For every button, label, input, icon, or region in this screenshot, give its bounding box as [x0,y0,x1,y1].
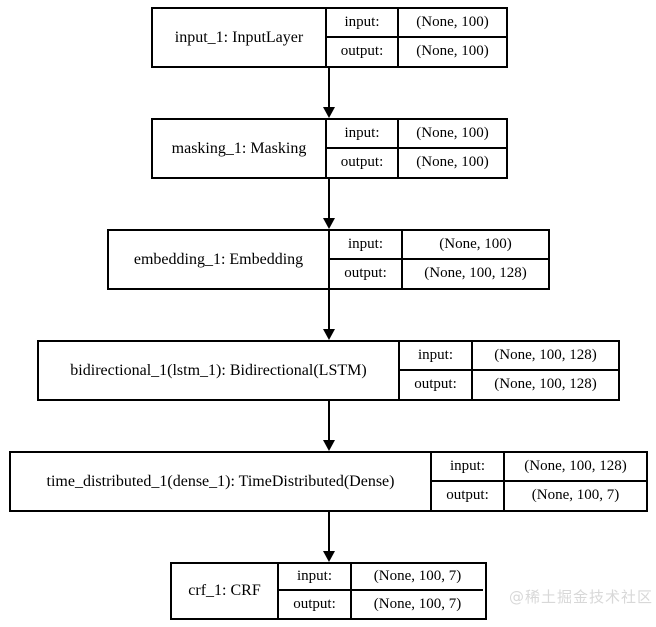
node-input-row: input: (None, 100) [327,9,506,38]
node-input-shape: (None, 100, 128) [494,346,597,363]
node-io-table: input: (None, 100, 7) output: (None, 100… [277,564,483,618]
graph-node-bidirectional-1[interactable]: bidirectional_1(lstm_1): Bidirectional(L… [37,340,620,401]
node-output-label: output: [327,37,399,66]
node-output-label: output: [330,259,403,288]
node-input-label: input: [400,342,473,369]
node-output-shape: (None, 100, 128) [494,376,597,393]
node-title: input_1: InputLayer [174,28,304,46]
graph-node-embedding-1[interactable]: embedding_1: Embedding input: (None, 100… [107,229,550,290]
node-input-row: input: (None, 100, 128) [432,453,646,482]
node-input-label: input: [330,231,403,258]
node-output-shape: (None, 100) [416,154,489,171]
edge-arrowhead-icon [323,107,335,118]
edge-line [328,512,330,551]
edge-line [328,401,330,440]
node-io-table: input: (None, 100) output: (None, 100, 1… [328,231,548,288]
node-input-shape: (None, 100, 7) [373,568,462,584]
node-io-table: input: (None, 100, 128) output: (None, 1… [430,453,646,510]
graph-node-crf-1[interactable]: crf_1: CRF input: (None, 100, 7) output:… [170,562,487,620]
node-input-label: input: [327,9,399,36]
node-io-table: input: (None, 100) output: (None, 100) [325,120,506,177]
node-output-label: output: [432,481,505,510]
node-io-table: input: (None, 100) output: (None, 100) [325,9,506,66]
node-input-label: input: [432,453,505,480]
edge-arrowhead-icon [323,218,335,229]
edge-arrowhead-icon [323,329,335,340]
node-output-row: output: (None, 100, 128) [330,259,548,288]
node-input-shape: (None, 100) [439,235,512,252]
node-input-shape: (None, 100) [416,124,489,141]
node-input-label: input: [327,120,399,147]
node-output-label: output: [400,370,473,399]
node-input-label: input: [279,564,352,589]
graph-node-input-1[interactable]: input_1: InputLayer input: (None, 100) o… [151,7,508,68]
node-io-table: input: (None, 100, 128) output: (None, 1… [398,342,618,399]
node-input-shape: (None, 100, 128) [524,457,627,474]
node-output-shape: (None, 100, 7) [373,596,462,612]
node-input-shape: (None, 100) [416,13,489,30]
edge-arrowhead-icon [323,551,335,562]
graph-node-masking-1[interactable]: masking_1: Masking input: (None, 100) ou… [151,118,508,179]
watermark-text: @稀土掘金技术社区 [509,588,654,606]
edge-line [328,179,330,218]
node-title: crf_1: CRF [188,582,261,600]
node-title: time_distributed_1(dense_1): TimeDistrib… [46,472,395,490]
node-input-row: input: (None, 100, 7) [279,564,483,591]
node-output-row: output: (None, 100, 128) [400,370,618,399]
node-output-shape: (None, 100, 7) [531,487,620,504]
node-input-row: input: (None, 100, 128) [400,342,618,371]
node-output-row: output: (None, 100, 7) [432,481,646,510]
graph-node-time-distributed-1[interactable]: time_distributed_1(dense_1): TimeDistrib… [9,451,648,512]
node-title: bidirectional_1(lstm_1): Bidirectional(L… [70,361,367,379]
edge-arrowhead-icon [323,440,335,451]
node-output-row: output: (None, 100, 7) [279,591,483,618]
node-input-row: input: (None, 100) [330,231,548,260]
node-title: masking_1: Masking [171,139,307,157]
node-output-label: output: [327,148,399,177]
node-output-row: output: (None, 100) [327,37,506,66]
edge-line [328,290,330,329]
node-output-label: output: [279,591,352,618]
node-output-shape: (None, 100) [416,43,489,60]
node-output-row: output: (None, 100) [327,148,506,177]
edge-line [328,68,330,107]
node-title: embedding_1: Embedding [133,250,304,268]
node-output-shape: (None, 100, 128) [424,265,527,282]
node-input-row: input: (None, 100) [327,120,506,149]
